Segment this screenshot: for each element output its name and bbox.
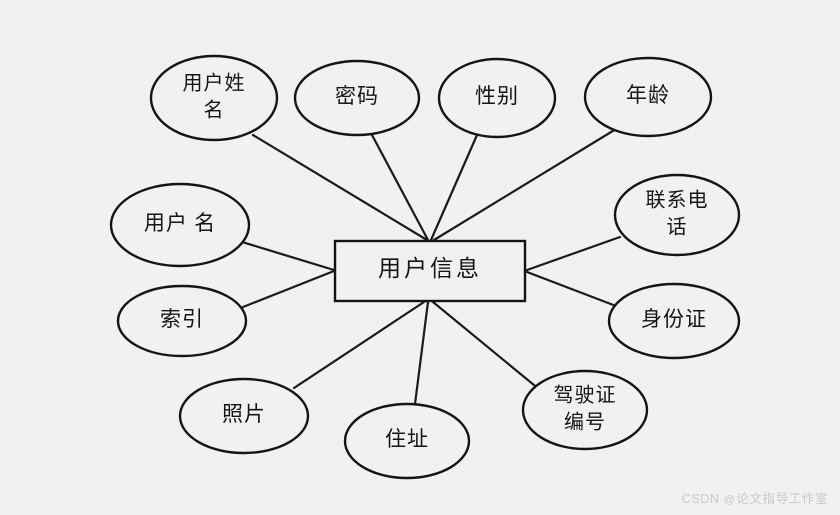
attribute-ellipse[interactable]	[607, 282, 741, 360]
attribute-node-联系电话[interactable]: 联系电话	[613, 173, 741, 257]
edge-密码-to-用户信息	[370, 133, 430, 242]
attribute-node-性别[interactable]: 性别	[437, 57, 557, 139]
node-label: 住址	[385, 427, 429, 451]
node-label: 密码	[335, 84, 379, 108]
watermark-brand: CSDN	[681, 492, 720, 506]
attribute-ellipse[interactable]	[109, 182, 251, 268]
node-label: 索引	[160, 307, 204, 331]
edge-用户名-to-用户信息	[240, 240, 336, 272]
watermark: CSDN@论文指导工作室	[682, 488, 828, 507]
node-label: 照片	[222, 402, 266, 426]
attribute-ellipse[interactable]	[149, 54, 279, 142]
attribute-node-照片[interactable]: 照片	[178, 377, 310, 455]
attribute-node-用户名[interactable]: 用户 名	[109, 182, 251, 268]
edge-年龄-to-用户信息	[432, 127, 618, 242]
attribute-node-身份证[interactable]: 身份证	[607, 282, 741, 360]
attribute-node-年龄[interactable]: 年龄	[583, 56, 713, 138]
attribute-node-密码[interactable]: 密码	[293, 59, 421, 137]
attribute-ellipse[interactable]	[521, 369, 649, 451]
attribute-node-用户姓名[interactable]: 用户姓名	[149, 54, 279, 142]
watermark-mark-icon: @	[723, 494, 736, 506]
node-label: 性别	[475, 84, 519, 108]
edge-联系电话-to-用户信息	[525, 235, 622, 272]
node-label: 用户姓名	[183, 71, 246, 121]
attribute-ellipse[interactable]	[116, 284, 248, 358]
attribute-node-驾驶证编号[interactable]: 驾驶证编号	[521, 369, 649, 451]
edge-性别-to-用户信息	[429, 133, 479, 242]
edge-照片-to-用户信息	[292, 300, 426, 390]
entity-rect[interactable]	[333, 239, 527, 303]
attribute-ellipse[interactable]	[613, 173, 741, 257]
attribute-node-住址[interactable]: 住址	[343, 402, 471, 480]
attribute-ellipse[interactable]	[293, 59, 421, 137]
edge-用户姓名-to-用户信息	[251, 133, 429, 242]
edge-住址-to-用户信息	[413, 300, 430, 406]
attribute-node-索引[interactable]: 索引	[116, 284, 248, 358]
attribute-ellipse[interactable]	[583, 56, 713, 138]
node-label: 联系电话	[646, 188, 709, 238]
edges-layer	[240, 127, 622, 406]
node-label: 用户 名	[144, 211, 216, 235]
edge-索引-to-用户信息	[241, 269, 336, 309]
attribute-ellipse[interactable]	[437, 57, 557, 139]
node-label: 用户信息	[378, 256, 482, 281]
attribute-ellipse[interactable]	[178, 377, 310, 455]
entity-node-用户信息[interactable]: 用户信息	[333, 239, 527, 303]
attribute-ellipse[interactable]	[343, 402, 471, 480]
edge-身份证-to-用户信息	[525, 270, 618, 308]
edge-驾驶证编号-to-用户信息	[431, 300, 542, 392]
node-label: 驾驶证编号	[554, 383, 617, 433]
watermark-owner: 论文指导工作室	[736, 492, 828, 506]
node-label: 身份证	[641, 307, 707, 331]
node-label: 年龄	[626, 83, 670, 107]
